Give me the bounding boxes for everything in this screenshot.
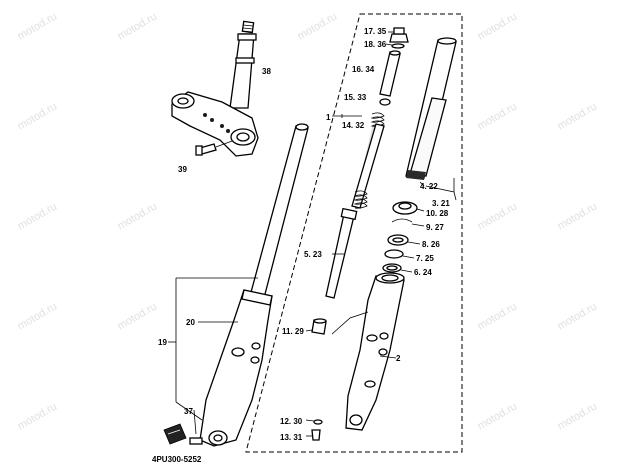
label-16: 16. 34 bbox=[352, 65, 375, 74]
fork-spring bbox=[351, 112, 385, 209]
part-labels: 38 39 17. 35 18. 36 16. 34 15. 33 1 14. … bbox=[152, 27, 450, 464]
group-bracket-1 bbox=[332, 114, 362, 118]
watermark-text: motod.ru bbox=[16, 10, 60, 42]
assembly-boundary bbox=[245, 13, 463, 453]
watermark-text: motod.ru bbox=[476, 300, 520, 332]
label-10: 10. 28 bbox=[426, 209, 449, 218]
watermark-text: motod.ru bbox=[476, 200, 520, 232]
left-fork-assembly bbox=[163, 123, 309, 447]
watermark-layer: motod.ru motod.ru motod.ru motod.ru moto… bbox=[16, 10, 600, 432]
watermark-text: motod.ru bbox=[556, 400, 600, 432]
label-7: 7. 25 bbox=[416, 254, 434, 263]
label-4: 4. 22 bbox=[420, 182, 438, 191]
label-2: 2 bbox=[396, 354, 401, 363]
label-3: 3. 21 bbox=[432, 199, 450, 208]
group-bracket-19 bbox=[168, 277, 258, 435]
exploded-parts bbox=[305, 27, 457, 441]
label-39: 39 bbox=[178, 165, 187, 174]
label-19: 19 bbox=[158, 338, 167, 347]
label-37: 37 bbox=[184, 407, 193, 416]
label-15: 15. 33 bbox=[344, 93, 367, 102]
watermark-text: motod.ru bbox=[556, 300, 600, 332]
label-38: 38 bbox=[262, 67, 271, 76]
label-1: 1 bbox=[326, 113, 331, 122]
watermark-text: motod.ru bbox=[296, 10, 340, 42]
label-20: 20 bbox=[186, 318, 195, 327]
watermark-text: motod.ru bbox=[116, 10, 160, 42]
label-14: 14. 32 bbox=[342, 121, 365, 130]
leader-11 bbox=[331, 311, 369, 335]
label-5: 5. 23 bbox=[304, 250, 322, 259]
label-17: 17. 35 bbox=[364, 27, 387, 36]
watermark-text: motod.ru bbox=[556, 200, 600, 232]
group-bracket-3 bbox=[425, 178, 457, 201]
label-13: 13. 31 bbox=[280, 433, 303, 442]
label-11: 11. 29 bbox=[282, 327, 304, 336]
watermark-text: motod.ru bbox=[476, 10, 520, 42]
watermark-text: motod.ru bbox=[116, 200, 160, 232]
watermark-text: motod.ru bbox=[476, 100, 520, 132]
label-18: 18. 36 bbox=[364, 40, 387, 49]
watermark-text: motod.ru bbox=[16, 400, 60, 432]
watermark-text: motod.ru bbox=[116, 300, 160, 332]
label-9: 9. 27 bbox=[426, 223, 444, 232]
watermark-text: motod.ru bbox=[16, 200, 60, 232]
watermark-text: motod.ru bbox=[556, 100, 600, 132]
label-8: 8. 26 bbox=[422, 240, 440, 249]
watermark-text: motod.ru bbox=[476, 400, 520, 432]
label-12: 12. 30 bbox=[280, 417, 303, 426]
label-6: 6. 24 bbox=[414, 268, 432, 277]
steering-stem bbox=[171, 20, 259, 157]
diagram-code: 4PU300-5252 bbox=[152, 455, 202, 464]
watermark-text: motod.ru bbox=[16, 300, 60, 332]
watermark-text: motod.ru bbox=[16, 100, 60, 132]
